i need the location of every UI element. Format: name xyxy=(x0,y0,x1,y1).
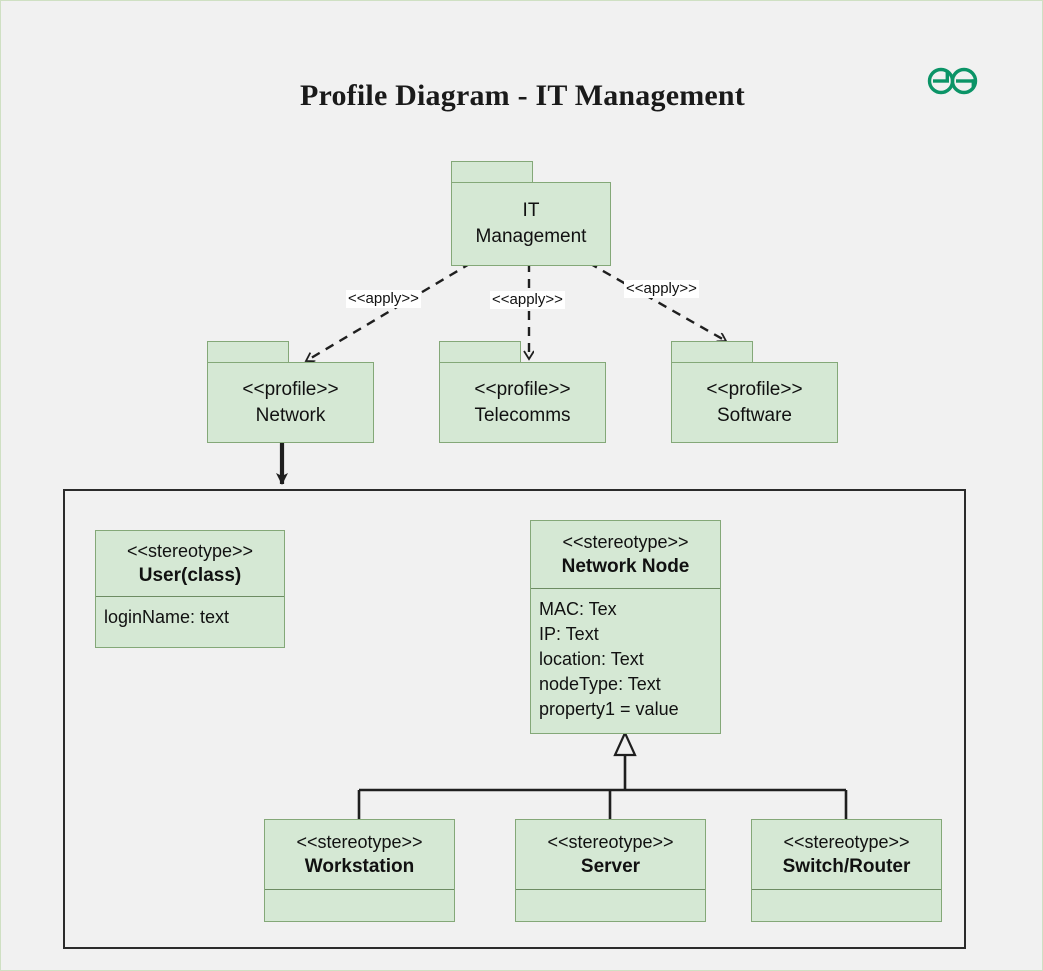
package-tab xyxy=(451,161,533,183)
stereotype-title: Server xyxy=(580,856,641,877)
network-profile-frame xyxy=(63,489,966,949)
package-body: IT Management xyxy=(451,182,611,266)
attribute-row: IP: Text xyxy=(539,624,599,644)
stereotype-title: User(class) xyxy=(138,565,242,586)
package-tab xyxy=(671,341,753,363)
it-management-package[interactable]: IT Management xyxy=(451,161,611,266)
stereotype-header: <<stereotype>> Workstation xyxy=(265,820,454,890)
telecomms-stereotype-label: <<profile>> xyxy=(474,378,571,400)
apply-label-telecomms: <<apply>> xyxy=(490,291,565,309)
package-body: <<profile>> Software xyxy=(671,362,838,443)
stereotype-tag: <<stereotype>> xyxy=(783,832,910,852)
network-stereotype-label: <<profile>> xyxy=(242,378,339,400)
package-tab xyxy=(439,341,521,363)
attribute-row: loginName: text xyxy=(104,607,230,627)
attribute-row: nodeType: Text xyxy=(539,674,661,694)
page-title: Profile Diagram - IT Management xyxy=(299,79,745,112)
stereotype-attributes: loginName: text xyxy=(96,597,284,636)
apply-label-network: <<apply>> xyxy=(346,290,421,308)
stereotype-header: <<stereotype>> Switch/Router xyxy=(752,820,941,890)
stereotype-header: <<stereotype>> Server xyxy=(516,820,705,890)
server-stereotype[interactable]: <<stereotype>> Server xyxy=(515,819,706,922)
workstation-stereotype[interactable]: <<stereotype>> Workstation xyxy=(264,819,455,922)
apply-label-software: <<apply>> xyxy=(624,280,699,298)
geeksforgeeks-logo xyxy=(922,63,984,99)
stereotype-title: Switch/Router xyxy=(782,856,911,877)
package-body: <<profile>> Network xyxy=(207,362,374,443)
network-node-stereotype[interactable]: <<stereotype>> Network Node MAC: Tex IP:… xyxy=(530,520,721,734)
attribute-row: property1 = value xyxy=(539,699,679,719)
it-management-label-line2: Management xyxy=(475,226,587,247)
telecomms-name-label: Telecomms xyxy=(474,404,571,426)
network-name-label: Network xyxy=(255,404,326,426)
package-tab xyxy=(207,341,289,363)
user-class-stereotype[interactable]: <<stereotype>> User(class) loginName: te… xyxy=(95,530,285,648)
package-body: <<profile>> Telecomms xyxy=(439,362,606,443)
switch-router-stereotype[interactable]: <<stereotype>> Switch/Router xyxy=(751,819,942,922)
stereotype-tag: <<stereotype>> xyxy=(562,532,689,552)
attribute-row: location: Text xyxy=(539,649,644,669)
stereotype-header: <<stereotype>> User(class) xyxy=(96,531,284,597)
apply-arrow-software xyxy=(588,261,726,341)
software-stereotype-label: <<profile>> xyxy=(706,378,803,400)
software-profile-package[interactable]: <<profile>> Software xyxy=(671,341,838,443)
telecomms-profile-package[interactable]: <<profile>> Telecomms xyxy=(439,341,606,443)
stereotype-tag: <<stereotype>> xyxy=(296,832,423,852)
stereotype-title: Network Node xyxy=(561,556,690,577)
stereotype-tag: <<stereotype>> xyxy=(126,541,254,561)
it-management-label-line1: IT xyxy=(522,200,540,221)
stereotype-tag: <<stereotype>> xyxy=(547,832,674,852)
network-profile-package[interactable]: <<profile>> Network xyxy=(207,341,374,443)
stereotype-header: <<stereotype>> Network Node xyxy=(531,521,720,589)
stereotype-attributes: MAC: Tex IP: Text location: Text nodeTyp… xyxy=(531,589,720,728)
attribute-row: MAC: Tex xyxy=(539,599,617,619)
software-name-label: Software xyxy=(717,404,792,426)
stereotype-title: Workstation xyxy=(304,856,415,877)
